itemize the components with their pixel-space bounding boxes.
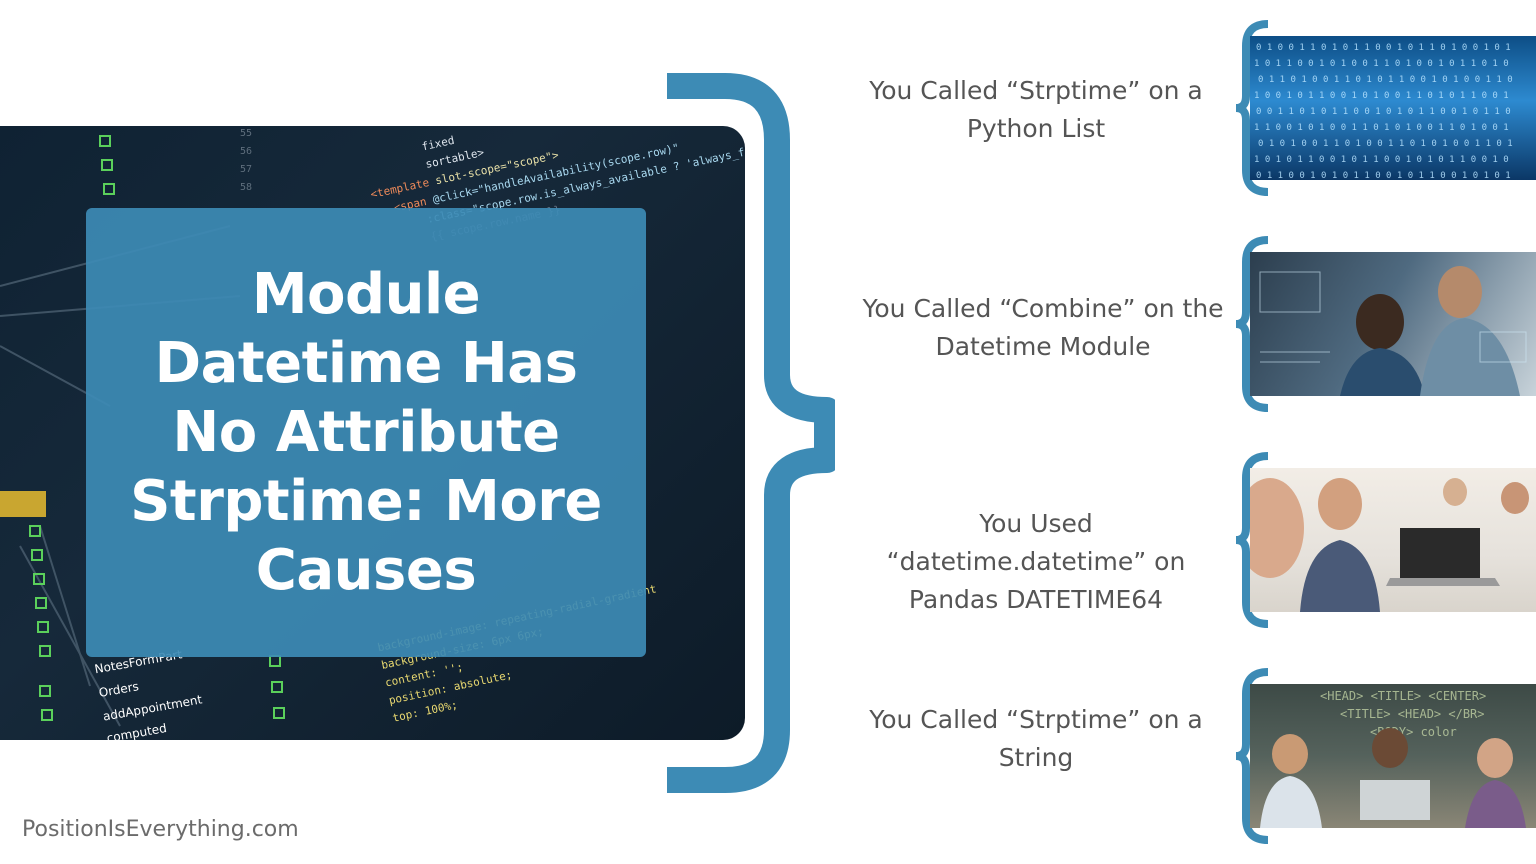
left-bracket-icon: [1235, 452, 1269, 628]
cause-4-text: You Called “Strptime” on a String: [869, 705, 1203, 772]
svg-text:<TITLE> <HEAD> </BR>: <TITLE> <HEAD> </BR>: [1340, 707, 1485, 721]
svg-text:<HEAD> <TITLE> <CENTER>: <HEAD> <TITLE> <CENTER>: [1320, 689, 1486, 703]
page-title: Module Datetime Has No Attribute Strptim…: [130, 262, 602, 603]
svg-text:Orders: Orders: [98, 679, 140, 700]
svg-text:0 0 1 1 0 1 0 1 1 0 0 1 0 1 0: 0 0 1 1 0 1 0 1 1 0 0 1 0 1 0 1 1 0 0 1 …: [1256, 107, 1511, 117]
kids-laptop-classroom-photo: [1250, 468, 1536, 612]
svg-text:1 0 1 0 1 1 0 0 1 0 1 1 0 0 1: 1 0 1 0 1 1 0 0 1 0 1 1 0 0 1 0 1 0 1 1 …: [1254, 155, 1509, 165]
cause-1-text: You Called “Strptime” on a Python List: [869, 76, 1203, 143]
curly-brace-icon: [667, 73, 835, 793]
cause-2-text: You Called “Combine” on the Datetime Mod…: [862, 294, 1224, 361]
svg-text:55: 55: [240, 128, 252, 139]
left-bracket-icon: [1235, 236, 1269, 412]
left-bracket-icon: [1235, 20, 1269, 196]
svg-text:0 1 0 1 0 0 1 1 0 1 0 0 1 1 0: 0 1 0 1 0 0 1 1 0 1 0 0 1 1 0 1 0 1 0 0 …: [1258, 139, 1513, 149]
cause-3-text: You Used “datetime.datetime” on Pandas D…: [886, 509, 1186, 614]
svg-text:1 0 0 1 0 1 1 0 0 1 0 1 0 0 1: 1 0 0 1 0 1 1 0 0 1 0 1 0 0 1 1 0 1 0 1 …: [1254, 91, 1509, 101]
svg-text:0 1 0 0 1 1 0 1 0 1 1 0 0 1 0: 0 1 0 0 1 1 0 1 0 1 1 0 0 1 0 1 1 0 1 0 …: [1256, 43, 1511, 53]
title-box: Module Datetime Has No Attribute Strptim…: [86, 208, 646, 657]
svg-text:1 0 1 1 0 0 1 0 1 0 0 1 1 0 1: 1 0 1 1 0 0 1 0 1 0 0 1 1 0 1 0 0 1 0 1 …: [1254, 59, 1509, 69]
developers-analytics-photo: [1250, 252, 1536, 396]
svg-text:computed: computed: [106, 721, 168, 740]
svg-text:fixed: fixed: [421, 134, 456, 154]
cause-1-thumbnail: 0 1 0 0 1 1 0 1 0 1 1 0 0 1 0 1 1 0 1 0 …: [1232, 20, 1536, 196]
svg-text:addAppointment: addAppointment: [102, 692, 204, 723]
svg-text:58: 58: [240, 182, 252, 193]
cause-2-thumbnail: [1232, 236, 1536, 412]
binary-code-photo: 0 1 0 0 1 1 0 1 0 1 1 0 0 1 0 1 1 0 1 0 …: [1250, 36, 1536, 180]
left-bracket-icon: [1235, 668, 1269, 844]
children-coding-chalkboard-photo: <HEAD> <TITLE> <CENTER> <TITLE> <HEAD> <…: [1250, 684, 1536, 828]
svg-text:0 1 1 0 1 0 0 1 1 0 1 0 1 1 0: 0 1 1 0 1 0 0 1 1 0 1 0 1 1 0 0 1 0 1 0 …: [1258, 75, 1513, 85]
svg-text:57: 57: [240, 164, 252, 175]
cause-4-thumbnail: <HEAD> <TITLE> <CENTER> <TITLE> <HEAD> <…: [1232, 668, 1536, 844]
cause-3-thumbnail: [1232, 452, 1536, 628]
watermark: PositionIsEverything.com: [22, 817, 299, 842]
svg-text:56: 56: [240, 146, 252, 157]
svg-text:0 1 1 0 0 1 0 1 0 1 1 0 0 1 0: 0 1 1 0 0 1 0 1 0 1 1 0 0 1 0 1 1 0 0 1 …: [1256, 171, 1511, 180]
svg-text:1 1 0 0 1 0 1 0 0 1 1 0 1 0 1: 1 1 0 0 1 0 1 0 0 1 1 0 1 0 1 0 0 1 1 0 …: [1254, 123, 1509, 133]
